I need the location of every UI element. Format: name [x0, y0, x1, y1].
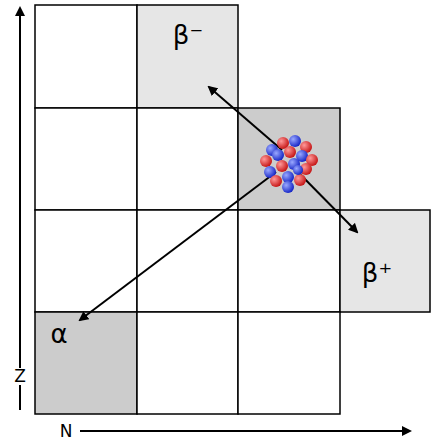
- nucleus: [260, 135, 318, 193]
- decay-label: β⁺: [362, 260, 392, 286]
- n-axis: [80, 430, 410, 432]
- alpha-cell: α: [35, 312, 137, 414]
- beta-plus-cell: β⁺: [340, 210, 430, 312]
- z-axis: [19, 8, 21, 410]
- decay-label: β⁻: [173, 22, 203, 48]
- decay-arrow: [292, 166, 357, 232]
- decay-arrow: [209, 87, 282, 150]
- axis-label: N: [60, 423, 73, 440]
- axis-label: Z: [14, 368, 26, 385]
- decay-arrow: [80, 172, 276, 320]
- beta-minus-cell: β⁻: [137, 5, 238, 108]
- decay-label: α: [50, 321, 67, 347]
